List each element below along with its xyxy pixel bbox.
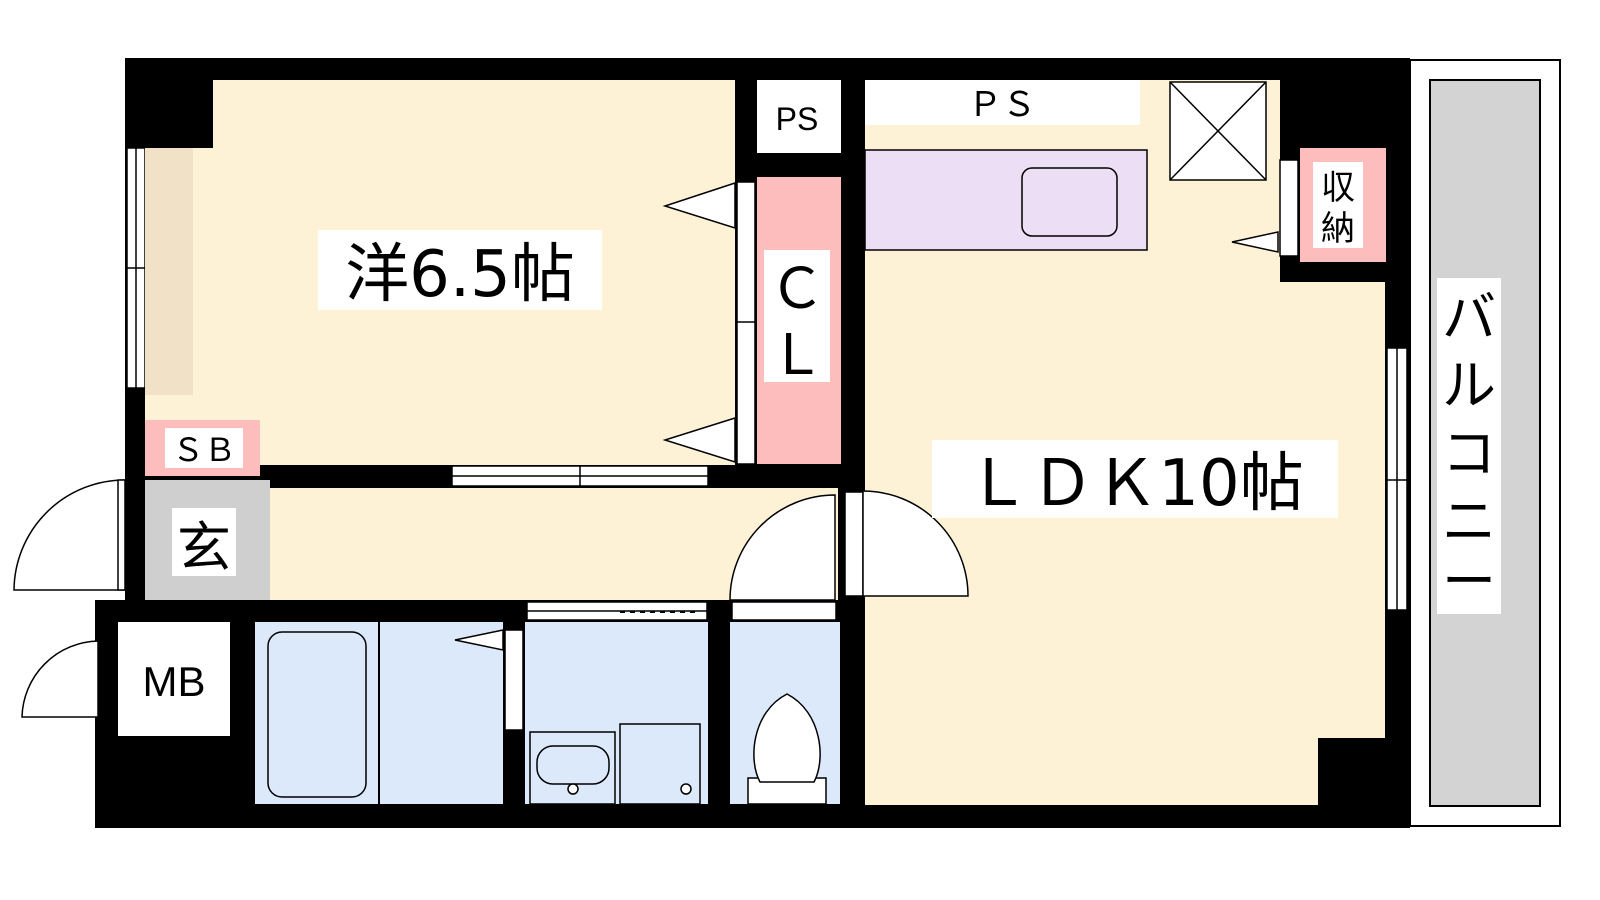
- closet-label-line2: Ｌ: [769, 323, 825, 388]
- sliding-doors: [451, 159, 1299, 731]
- pipe-space-small-floor: [757, 80, 841, 153]
- storage-label-line1: 収: [1321, 168, 1355, 208]
- pipe-space-wide-label: ＰＳ: [968, 85, 1036, 125]
- toilet-door-swing: [729, 494, 836, 601]
- balcony-char-4: ニ: [1442, 490, 1496, 553]
- balcony-char-5: ー: [1442, 550, 1496, 613]
- entrance-door-swing: [13, 479, 126, 591]
- closet-label-line1: Ｃ: [769, 257, 825, 322]
- kitchen-counter: [864, 149, 1148, 251]
- balcony-char-2: ル: [1442, 354, 1496, 417]
- meter-box-door-swing: [21, 640, 99, 718]
- meter-box-label: MB: [143, 658, 206, 705]
- western-room-label: 洋6.5帖: [345, 238, 575, 312]
- meter-box-floor: [118, 622, 230, 736]
- ldk-door-frame: [844, 491, 864, 597]
- room-labels: 洋6.5帖 ＬＤＫ10帖 Ｃ Ｌ PS ＰＳ 収 納 ＳＢ 玄 MB: [143, 85, 1363, 705]
- kitchen-sink: [1021, 167, 1118, 237]
- wash-basin: [536, 745, 610, 785]
- door-swings: [13, 479, 969, 718]
- balcony-char-3: コ: [1442, 422, 1496, 485]
- balcony: バ ル コ ニ ー: [1409, 59, 1561, 827]
- closet-door: [736, 181, 756, 465]
- balcony-char-1: バ: [1442, 286, 1496, 349]
- storage-label-line2: 納: [1321, 209, 1355, 249]
- washroom-fixtures: [529, 723, 701, 805]
- storage-door: [1279, 159, 1299, 257]
- ldk-label: ＬＤＫ10帖: [966, 447, 1303, 521]
- entrance-label: 玄: [177, 516, 231, 579]
- pipe-space-small-label: PS: [776, 101, 819, 137]
- windows: [126, 147, 1408, 611]
- ldk-door-swing: [862, 490, 969, 597]
- bathroom-fixtures: [267, 622, 380, 804]
- bathroom-door: [504, 629, 524, 731]
- toilet-bowl: [753, 693, 821, 783]
- shoe-box-label: ＳＢ: [172, 431, 236, 469]
- toilet-fixture: [747, 693, 827, 805]
- swing-markers: [454, 181, 1279, 651]
- refrigerator-space: [1169, 81, 1267, 181]
- bathtub: [267, 631, 367, 798]
- bathroom-divider: [378, 622, 380, 804]
- pipe-space-wide-floor: [865, 80, 1140, 125]
- toilet-door-frame: [731, 601, 837, 621]
